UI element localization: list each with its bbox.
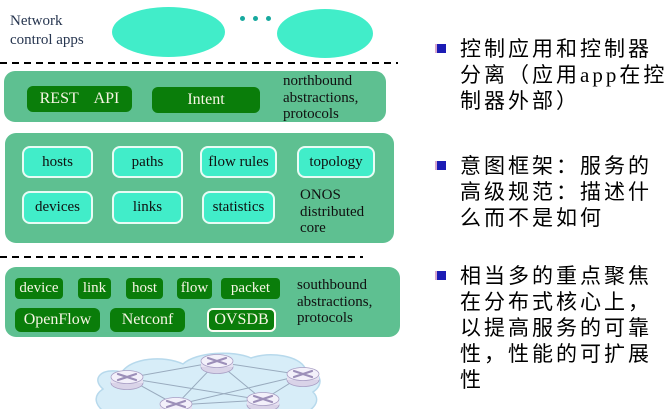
bullet-2-line-1: 意图框架：服务的 (460, 154, 652, 178)
bullet-square-icon (437, 271, 446, 280)
bullet-3-line-4: 性，性能的可扩展 (460, 342, 652, 366)
bullet-square-icon (437, 44, 446, 53)
topology-box: topology (297, 146, 375, 178)
paths-box: paths (112, 146, 183, 178)
intent-box: Intent (152, 87, 260, 113)
router-node-icon (159, 397, 193, 409)
northbound-label: northbound abstractions, protocols (283, 73, 359, 122)
statistics-box: statistics (202, 191, 275, 224)
bullet-3-line-3: 以提高服务的可靠 (460, 316, 652, 340)
link-box: link (78, 278, 111, 299)
packet-box: packet (221, 278, 280, 299)
app-ellipse-2 (277, 9, 373, 58)
bullet-item-2: 意图框架：服务的 高级规范：描述什 么而不是如何 (437, 153, 652, 231)
netconf-box: Netconf (110, 308, 185, 332)
ovsdb-box: OVSDB (207, 308, 276, 332)
openflow-box: OpenFlow (15, 308, 100, 332)
router-node-icon (110, 370, 144, 390)
network-cloud (95, 352, 321, 409)
links-box: links (112, 191, 183, 224)
app-ellipse-1 (112, 7, 225, 57)
bullet-item-1: 控制应用和控制器 分离（应用app在控 制器外部） (437, 36, 667, 114)
router-node-icon (246, 392, 280, 409)
ellipsis-dots-icon (240, 16, 271, 21)
host-box: host (126, 278, 163, 299)
bullet-2-line-3: 么而不是如何 (460, 206, 604, 230)
devices-box: devices (22, 191, 93, 224)
bullet-3-line-1: 相当多的重点聚焦 (460, 264, 652, 288)
rest-api-box: REST API (27, 86, 132, 112)
onos-core-label: ONOS distributed core (300, 187, 365, 236)
flow-box: flow (177, 278, 212, 299)
router-node-icon (200, 354, 234, 374)
bullet-3-line-5: 性 (460, 368, 484, 392)
device-box: device (15, 278, 63, 299)
bullet-3-line-2: 在分布式核心上， (460, 290, 652, 314)
southbound-dashed-divider (0, 256, 363, 258)
flow-rules-box: flow rules (200, 146, 277, 178)
bullet-2-line-2: 高级规范：描述什 (460, 180, 652, 204)
bullet-1-line-2: 分离（应用app在控 (460, 63, 668, 87)
bullet-1-line-3: 制器外部） (460, 89, 580, 113)
bullet-1-line-1: 控制应用和控制器 (460, 37, 652, 61)
router-node-icon (286, 367, 320, 387)
southbound-label: southbound abstractions, protocols (297, 277, 373, 326)
northbound-dashed-divider (0, 62, 398, 64)
network-control-apps-label: Network control apps (10, 13, 84, 48)
bullet-item-3: 相当多的重点聚焦 在分布式核心上， 以提高服务的可靠 性，性能的可扩展 性 (437, 263, 652, 393)
bullet-square-icon (437, 161, 446, 170)
hosts-box: hosts (22, 146, 93, 178)
